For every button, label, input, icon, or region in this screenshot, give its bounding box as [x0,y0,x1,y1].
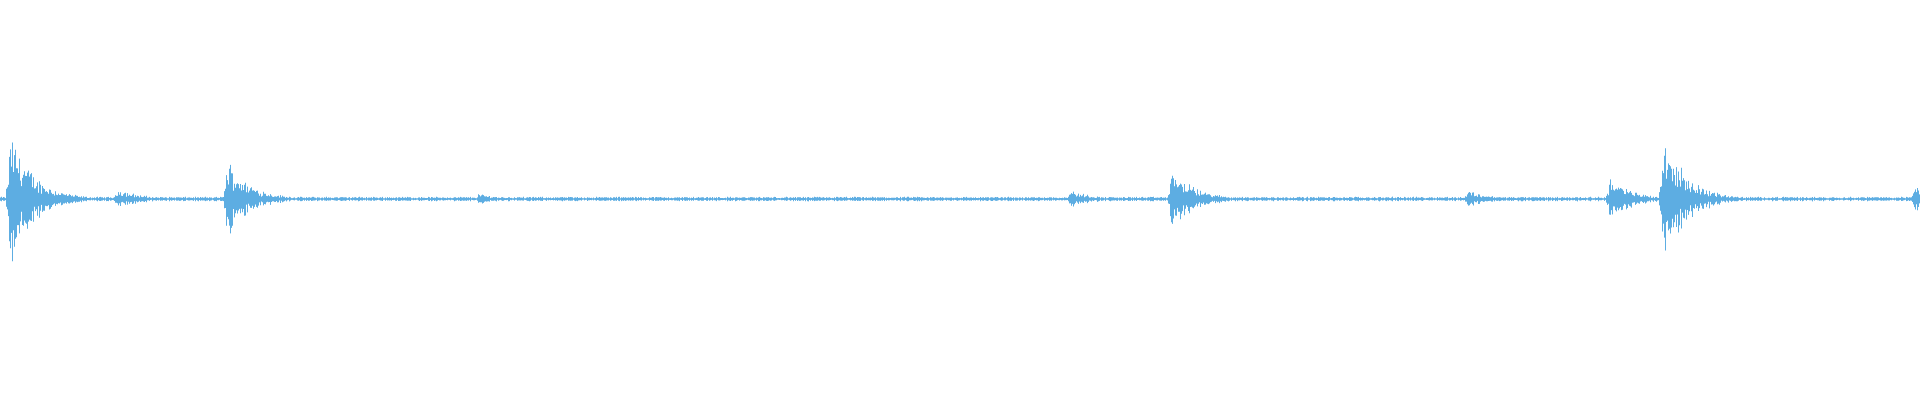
waveform-path [0,142,1920,262]
